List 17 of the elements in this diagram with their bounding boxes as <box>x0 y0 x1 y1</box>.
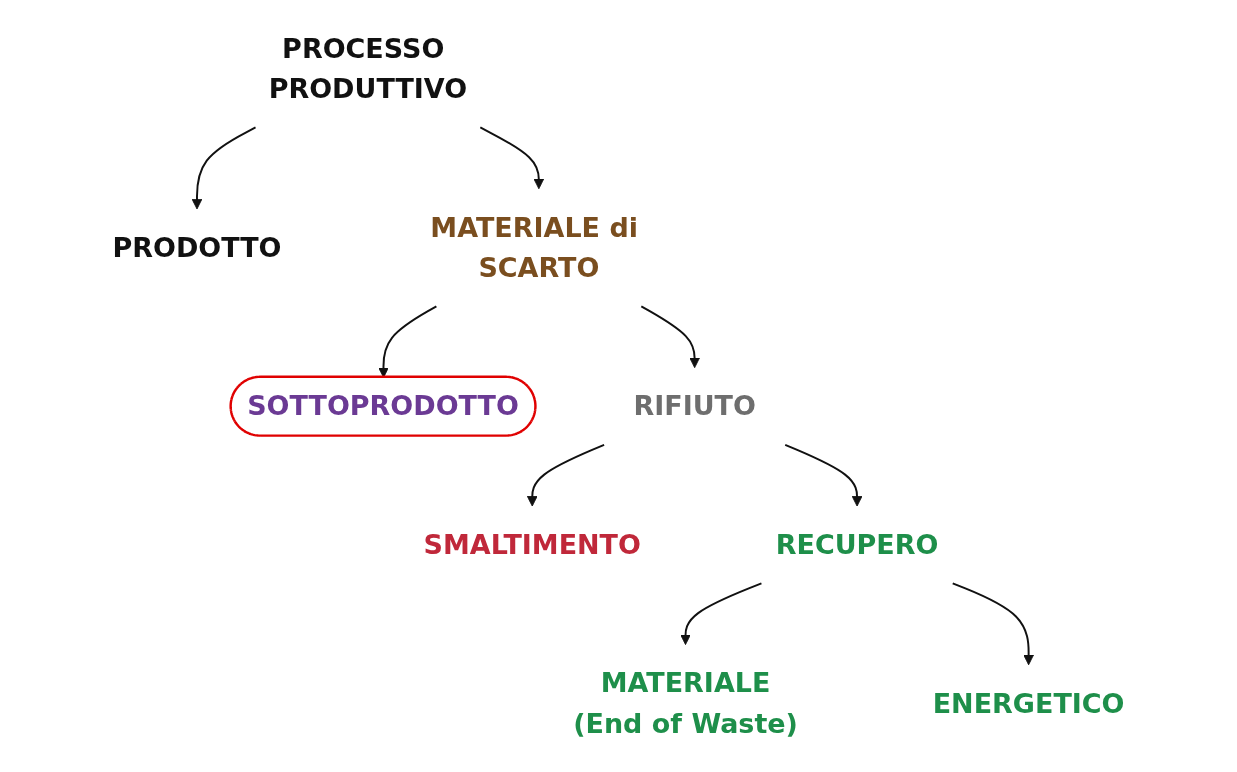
arrow <box>526 443 606 507</box>
node-text: SMALTIMENTO <box>423 529 641 561</box>
node-text: PROCESSO PRODUTTIVO <box>268 33 468 105</box>
node-text: RECUPERO <box>775 529 939 561</box>
arrow <box>479 126 545 190</box>
arrow <box>680 582 763 646</box>
arrow <box>784 443 863 507</box>
arrow <box>640 305 701 369</box>
arrow <box>951 582 1034 666</box>
node-text: MATERIALE (End of Waste) <box>573 667 798 739</box>
node-text: SOTTOPRODOTTO <box>247 390 519 422</box>
node-text: ENERGETICO <box>932 688 1125 719</box>
arrow <box>191 126 257 210</box>
node-text: PRODOTTO <box>112 232 282 263</box>
arrow <box>378 305 438 378</box>
node-text: RIFIUTO <box>633 390 756 422</box>
node-text: MATERIALE di SCARTO <box>430 211 638 284</box>
